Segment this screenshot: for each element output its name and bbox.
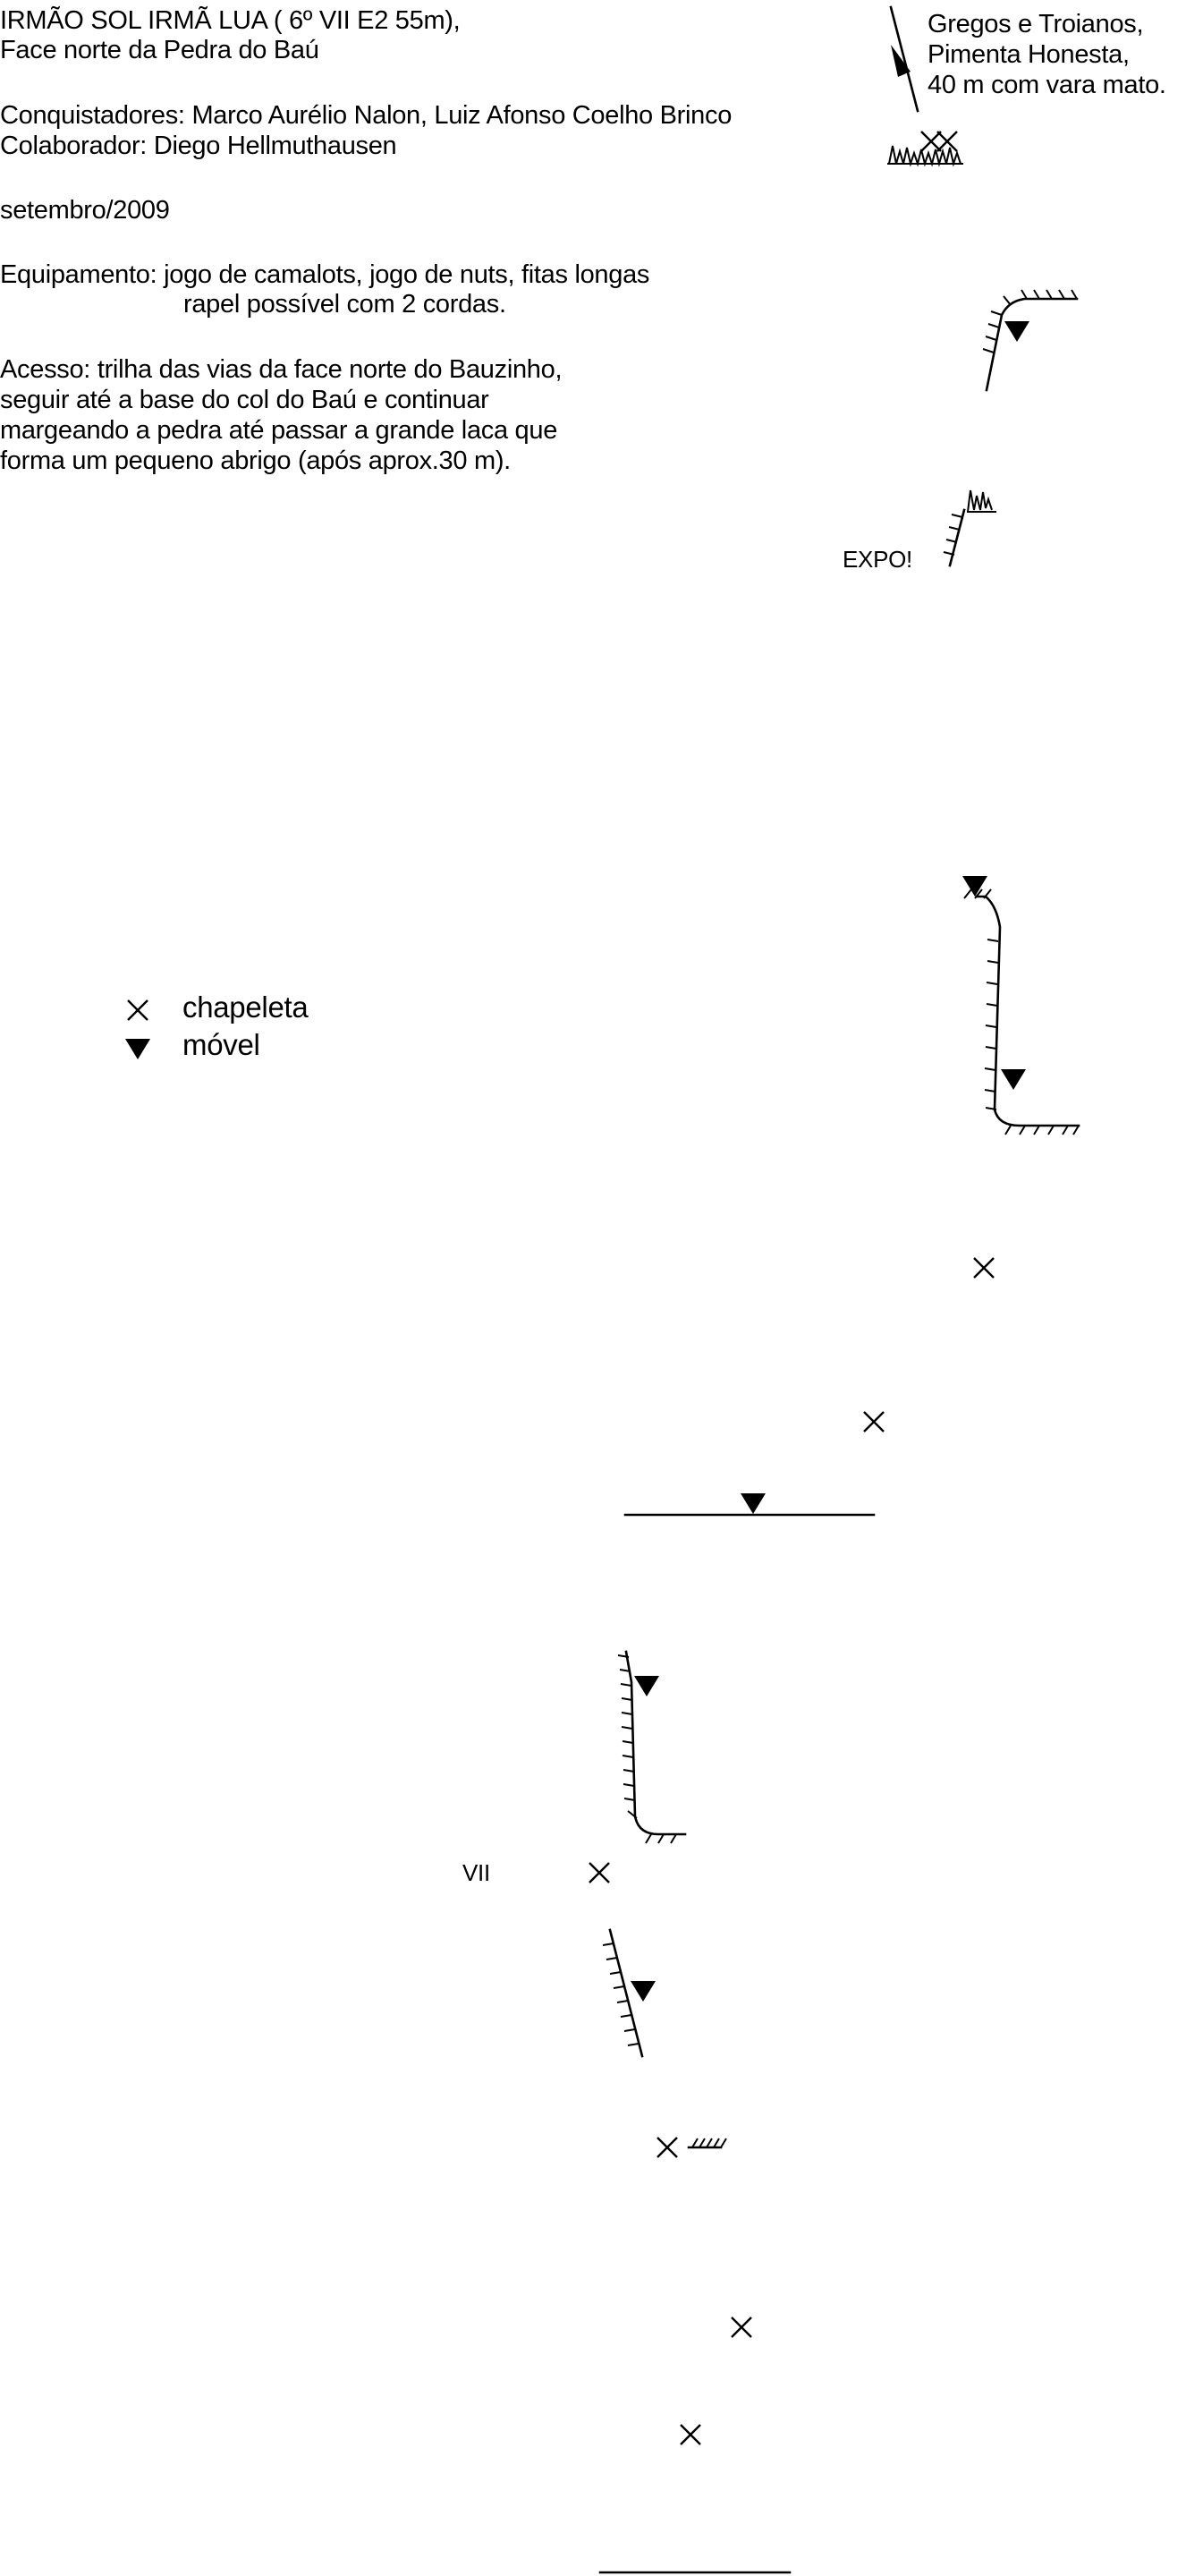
colaborador-text: Colaborador: Diego Hellmuthausen bbox=[0, 132, 397, 160]
bolt-placement-icon bbox=[588, 1861, 611, 1884]
anchor-bolt-icon bbox=[919, 130, 943, 153]
nut-placement-icon bbox=[741, 1493, 766, 1514]
legend-nut-icon bbox=[125, 1039, 150, 1059]
conquistadores-text: Conquistadores: Marco Aurélio Nalon, Lui… bbox=[0, 101, 733, 130]
bolt-placement-icon bbox=[656, 2136, 679, 2159]
acesso-text-4: forma um pequeno abrigo (após aprox.30 m… bbox=[0, 446, 511, 475]
bolt-placement-icon bbox=[972, 1256, 995, 1279]
top-anchor-vegetation bbox=[887, 130, 963, 167]
bolt-placement-icon bbox=[730, 2316, 753, 2339]
bolt-placement-icon bbox=[862, 1410, 885, 1433]
anchor-bolt-icon bbox=[936, 130, 959, 153]
arrow-head-icon bbox=[891, 45, 911, 77]
date-text: setembro/2009 bbox=[0, 196, 170, 225]
overhang-top bbox=[982, 289, 1079, 392]
grade-label: VII bbox=[462, 1859, 490, 1886]
nut-placement-icon bbox=[1004, 321, 1029, 342]
corner-crack-lower bbox=[617, 1650, 687, 1844]
legend-nut-label: móvel bbox=[182, 1028, 260, 1061]
acesso-text: Acesso: trilha das vias da face norte do… bbox=[0, 355, 563, 384]
acesso-text-3: margeando a pedra até passar a grande la… bbox=[0, 416, 558, 445]
nut-placement-icon bbox=[631, 1981, 656, 2002]
exit-note-line3: 40 m com vara mato. bbox=[928, 71, 1166, 99]
legend-bolt-icon bbox=[126, 999, 149, 1022]
expo-warning-label: EXPO! bbox=[843, 546, 912, 573]
bolt-placement-icon bbox=[679, 2423, 702, 2446]
belay-ledge bbox=[623, 1493, 876, 1517]
dihedral-feature bbox=[962, 876, 1080, 1135]
equipamento-text: Equipamento: jogo de camalots, jogo de n… bbox=[0, 260, 650, 289]
exit-note-line2: Pimenta Honesta, bbox=[928, 40, 1130, 69]
bolt-with-roof bbox=[656, 2136, 727, 2159]
route-title: IRMÃO SOL IRMÃ LUA ( 6º VII E2 55m), bbox=[0, 6, 461, 35]
nut-placement-icon bbox=[962, 876, 987, 897]
legend-bolt-label: chapeleta bbox=[182, 990, 309, 1024]
crack-lower bbox=[602, 1928, 656, 2058]
acesso-text-2: seguir até a base do col do Baú e contin… bbox=[0, 386, 489, 414]
exit-arrow bbox=[889, 5, 919, 113]
nut-placement-icon bbox=[634, 1676, 659, 1696]
equipamento-text-cont: rapel possível com 2 cordas. bbox=[183, 290, 506, 319]
expo-crack bbox=[943, 489, 996, 567]
exit-note-line1: Gregos e Troianos, bbox=[928, 10, 1144, 38]
nut-placement-icon bbox=[1001, 1069, 1026, 1090]
route-subtitle: Face norte da Pedra do Baú bbox=[0, 36, 319, 64]
